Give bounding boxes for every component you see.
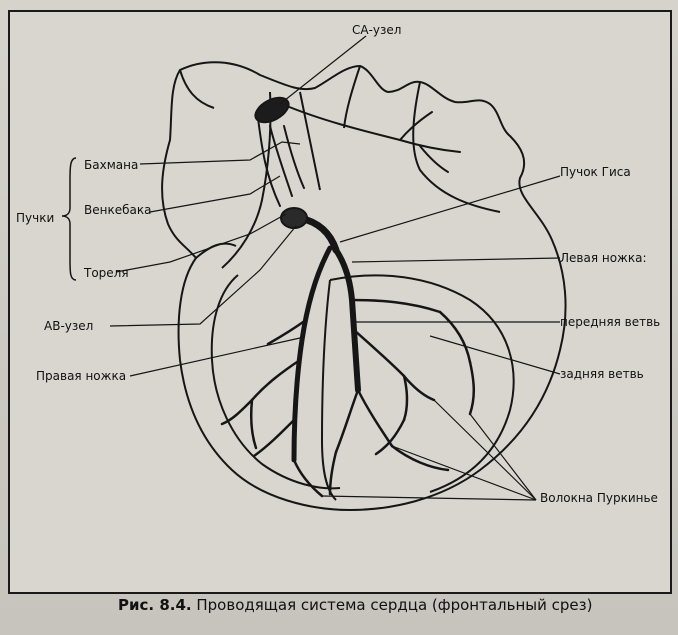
- anterior-branch-label: передняя ветвь: [560, 315, 660, 329]
- septum-lower: [321, 279, 337, 501]
- leader-right-bundle: [129, 337, 301, 377]
- leader-posterior: [429, 335, 561, 375]
- bundles-bracket: [61, 157, 77, 281]
- right-atrium-wall: [195, 242, 237, 259]
- left-bundle-main: [333, 247, 361, 393]
- leader-purkinje-1: [469, 413, 537, 501]
- left-bundle-label: Левая ножка:: [560, 251, 647, 265]
- purkinje-fiber: [374, 418, 406, 456]
- right-bundle-main: [291, 245, 333, 463]
- figure-caption: Рис. 8.4. Проводящая система сердца (фро…: [118, 596, 638, 614]
- purkinje-fiber: [249, 398, 258, 450]
- purkinje-fiber: [350, 298, 442, 314]
- bundles-label: Пучки: [16, 211, 54, 225]
- leader-purkinje-3: [391, 445, 537, 501]
- purkinje-fiber: [390, 444, 450, 472]
- purkinje-fiber: [468, 360, 475, 416]
- sa-node-label: СА-узел: [352, 23, 401, 37]
- wenckebach-bundle: [269, 125, 293, 197]
- purkinje-fiber: [334, 388, 360, 454]
- purkinje-fiber: [252, 418, 296, 458]
- vessel-top-mid: [343, 65, 361, 129]
- his-bundle-label: Пучок Гиса: [560, 165, 631, 179]
- purkinje-fiber: [438, 310, 472, 364]
- purkinje-fiber: [292, 458, 324, 498]
- av-node-label: АВ-узел: [44, 319, 93, 333]
- purkinje-fibers: [220, 298, 475, 498]
- left-atrium-wall: [412, 81, 501, 213]
- posterior-branch-label: задняя ветвь: [560, 367, 644, 381]
- heart-inner-wall-left: [329, 274, 515, 493]
- leader-sa-node: [279, 35, 367, 105]
- leader-purkinje-2: [433, 399, 537, 501]
- leader-left-bundle: [351, 257, 561, 263]
- leader-thorel: [115, 213, 287, 273]
- vessel-top-left: [179, 69, 215, 109]
- purkinje-fiber: [266, 318, 308, 346]
- purkinje-fiber: [356, 388, 394, 448]
- leader-bachmann: [139, 141, 301, 165]
- bachmann-label: Бахмана: [84, 158, 138, 172]
- av-node: [280, 207, 308, 229]
- heart-outline: [161, 61, 567, 511]
- atrial-septum: [221, 91, 272, 269]
- bachmann-branch-2: [419, 145, 449, 173]
- wenckebach-label: Венкебака: [84, 203, 151, 217]
- purkinje-fiber: [220, 398, 254, 426]
- aortic-root: [299, 91, 321, 191]
- leader-his: [339, 175, 561, 243]
- leader-purkinje-4: [321, 495, 537, 501]
- right-bundle-label: Правая ножка: [36, 369, 126, 383]
- internodal-side: [283, 125, 305, 189]
- heart-outer-wall: [161, 61, 567, 511]
- purkinje-fiber: [328, 450, 338, 496]
- thorel-label: Тореля: [83, 266, 129, 280]
- leader-lines: [109, 35, 561, 501]
- conduction-system: [220, 96, 475, 498]
- bachmann-bundle: [281, 103, 461, 153]
- bachmann-branch-1: [399, 111, 433, 141]
- purkinje-fiber: [402, 374, 409, 422]
- purkinje-label: Волокна Пуркинье: [540, 491, 658, 505]
- heart-inner-wall-right: [210, 274, 341, 490]
- figure-number: Рис. 8.4.: [118, 596, 192, 614]
- purkinje-fiber: [402, 374, 436, 402]
- leader-av-node: [109, 225, 297, 327]
- purkinje-fiber: [352, 328, 406, 378]
- leader-wenckebach: [149, 175, 281, 213]
- thorel-bundle: [257, 117, 281, 207]
- figure-caption-text: Проводящая система сердца (фронтальный с…: [196, 596, 593, 614]
- purkinje-fiber: [250, 358, 302, 402]
